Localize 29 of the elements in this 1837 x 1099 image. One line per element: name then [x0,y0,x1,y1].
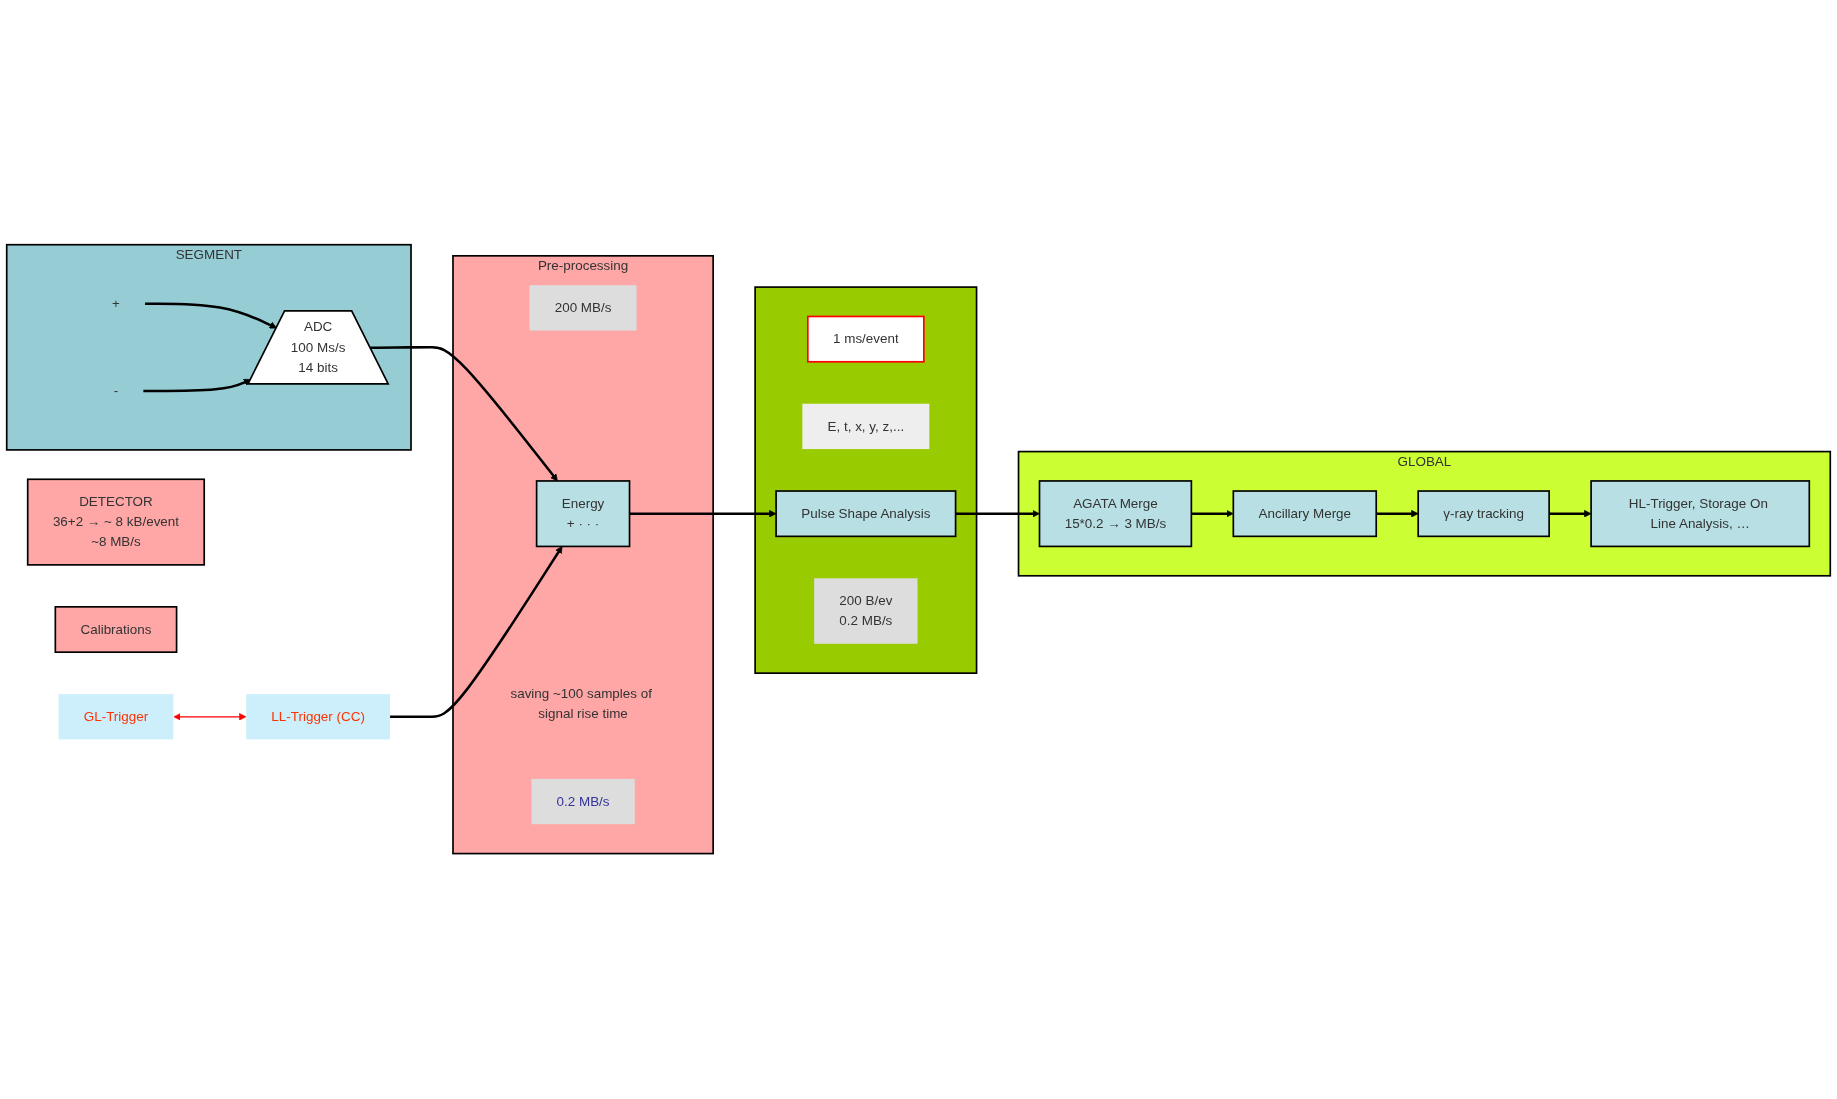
arrow [1376,510,1419,518]
arrow [1549,510,1592,518]
node-box: GL-Trigger [58,694,174,740]
arrow [370,346,558,482]
node-box: E, t, x, y, z,... [802,404,930,450]
node-box: Pulse Shape Analysis [775,490,957,538]
node-box: DETECTOR 36+2 → ~ 8 kB/event ~8 MB/s [26,478,206,567]
node-box: Ancillary Merge [1232,490,1378,538]
arrow [173,713,247,721]
node-box: 1 ms/event [807,315,925,363]
arrow [145,302,277,329]
arrow [143,379,252,393]
node-box: AGATA Merge 15*0.2 → 3 MB/s [1038,480,1193,548]
arrow [629,510,777,518]
node-box: LL-Trigger (CC) [246,694,391,740]
node-box: Calibrations [54,606,178,654]
node-box: γ-ray tracking [1417,490,1550,538]
node-text: + [112,296,120,311]
node-text: saving ~100 samples of signal rise time [510,686,652,722]
arrow [955,510,1040,518]
node-box: 200 B/ev 0.2 MB/s [814,578,918,645]
cluster [754,286,978,675]
arrow [1191,510,1234,518]
node-text: - [113,383,119,399]
node-box: HL-Trigger, Storage On Line Analysis, … [1590,480,1811,548]
node-box: 200 MB/s [529,285,637,331]
arrow [390,546,563,719]
node-box: 0.2 MB/s [531,779,635,825]
node-box: Energy + · · · [535,480,631,548]
